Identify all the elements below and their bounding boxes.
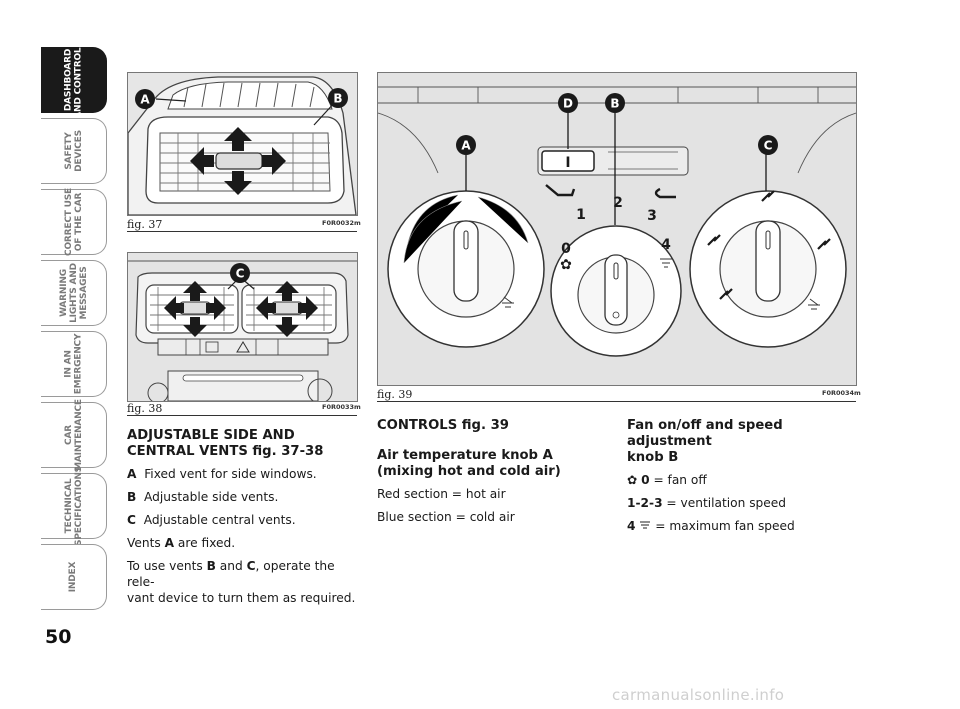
- fan-icon: ✿: [560, 257, 572, 273]
- tab-label: CAR MAINTENANCE: [63, 399, 84, 471]
- blue-section-note: Blue section = cold air: [377, 510, 515, 524]
- chapter-tabs: DASHBOARD AND CONTROLS SAFETY DEVICES CO…: [41, 41, 107, 615]
- tab-technical-specifications[interactable]: TECHNICAL SPECIFICATIONS: [41, 466, 107, 546]
- figure-code: F0R0033m: [322, 403, 361, 411]
- label-a: A: [461, 139, 471, 153]
- fan-speed-3: 3: [647, 208, 657, 224]
- fan-row-max: 4 = maximum fan speed: [627, 519, 795, 533]
- label-c: C: [236, 267, 245, 281]
- figure-code: F0R0032m: [322, 219, 361, 227]
- vent-item-c: C Adjustable central vents.: [127, 513, 296, 527]
- label-b: B: [610, 97, 619, 111]
- figure-code: F0R0034m: [822, 389, 861, 397]
- tab-index[interactable]: INDEX: [41, 544, 107, 610]
- vents-section: ADJUSTABLE SIDE AND CENTRAL VENTS fig. 3…: [127, 428, 363, 606]
- fan-speed-2: 2: [613, 195, 623, 211]
- tab-label: WARNING LIGHTS AND MESSAGES: [58, 263, 89, 323]
- controls-heading: CONTROLS fig. 39: [377, 418, 509, 433]
- fan-heading: Fan on/off and speed adjustment knob B: [627, 418, 783, 465]
- fan-section: Fan on/off and speed adjustment knob B ✿…: [627, 418, 863, 541]
- label-c: C: [764, 139, 773, 153]
- tab-correct-use[interactable]: CORRECT USE OF THE CAR: [41, 188, 107, 256]
- label-b: B: [333, 92, 342, 106]
- vents-usage-note: To use vents B and C, operate the rele- …: [127, 559, 356, 605]
- tab-warning-lights[interactable]: WARNING LIGHTS AND MESSAGES: [41, 260, 107, 326]
- knob-a-heading: Air temperature knob A (mixing hot and c…: [377, 448, 561, 479]
- tab-label: CORRECT USE OF THE CAR: [63, 188, 84, 256]
- figure-central-vents: C: [127, 252, 358, 402]
- vents-heading: ADJUSTABLE SIDE AND CENTRAL VENTS fig. 3…: [127, 428, 324, 459]
- tab-label: SAFETY DEVICES: [63, 130, 84, 172]
- watermark: carmanualsonline.info: [612, 686, 785, 704]
- figure-climate-controls: I 0 1 2 3 4 ✿: [377, 72, 857, 386]
- fan-row-speeds: 1-2-3 = ventilation speed: [627, 496, 787, 510]
- slider-label: I: [565, 155, 570, 171]
- figure-caption: fig. 39: [377, 388, 413, 401]
- tab-label: INDEX: [68, 561, 79, 593]
- fan-icon: ✿: [627, 473, 638, 487]
- tab-emergency[interactable]: IN AN EMERGENCY: [41, 331, 107, 397]
- tab-dashboard-and-controls[interactable]: DASHBOARD AND CONTROLS: [41, 41, 107, 119]
- fan-speed-0: 0: [561, 241, 571, 257]
- vents-fixed-note: Vents A are fixed.: [127, 536, 236, 550]
- label-d: D: [563, 97, 573, 111]
- figure-rule: [127, 415, 357, 416]
- fan-speed-1: 1: [576, 207, 586, 223]
- tab-safety-devices[interactable]: SAFETY DEVICES: [41, 118, 107, 184]
- figure-rule: [127, 231, 357, 232]
- demist-icon: [639, 519, 651, 529]
- label-a: A: [140, 93, 150, 107]
- vent-item-a: A Fixed vent for side windows.: [127, 467, 317, 481]
- figure-rule: [377, 401, 856, 402]
- figure-caption: fig. 38: [127, 402, 163, 415]
- fan-speed-4: 4: [661, 237, 671, 253]
- tab-label: DASHBOARD AND CONTROLS: [63, 41, 84, 119]
- fan-row-off: ✿ 0 = fan off: [627, 473, 707, 487]
- controls-section: CONTROLS fig. 39 Air temperature knob A …: [377, 418, 613, 532]
- vent-item-b: B Adjustable side vents.: [127, 490, 279, 504]
- tab-label: TECHNICAL SPECIFICATIONS: [63, 466, 84, 546]
- figure-caption: fig. 37: [127, 218, 163, 231]
- page-number: 50: [45, 626, 72, 648]
- red-section-note: Red section = hot air: [377, 487, 506, 501]
- tab-maintenance[interactable]: CAR MAINTENANCE: [41, 399, 107, 471]
- figure-side-vent: A B: [127, 72, 358, 216]
- tab-label: IN AN EMERGENCY: [63, 333, 84, 395]
